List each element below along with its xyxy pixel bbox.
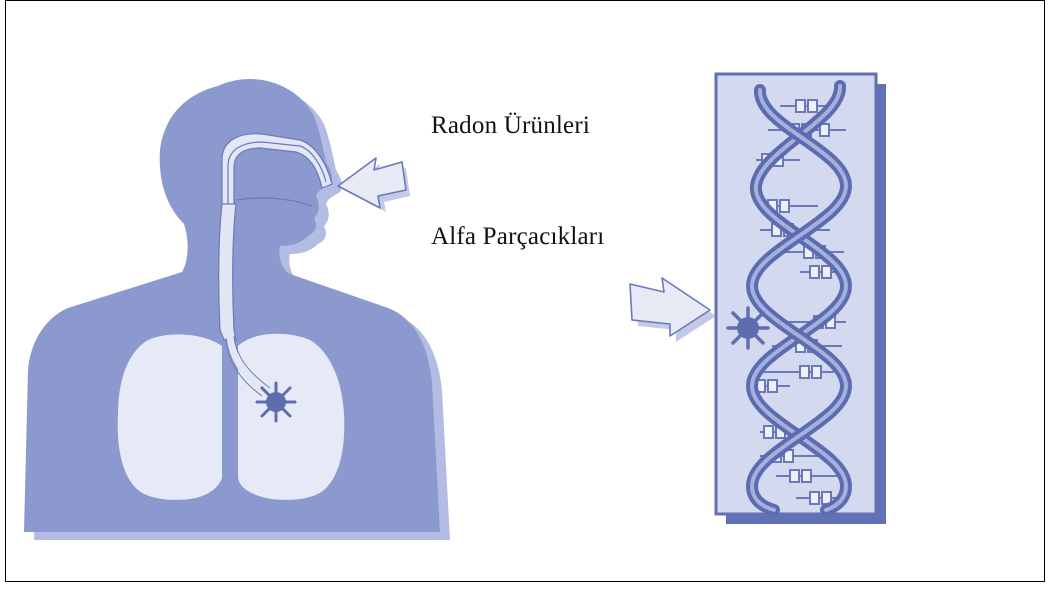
dna-panel [716,74,886,524]
human-figure [24,79,450,540]
starburst-icon [728,308,768,348]
left-lung [118,334,222,500]
label-radon-products: Radon Ürünleri [431,112,590,140]
label-alpha-particles: Alfa Parçacıkları [431,223,604,251]
arrow-left-icon [338,158,410,212]
starburst-icon [257,383,295,421]
arrow-right-icon [630,278,716,342]
